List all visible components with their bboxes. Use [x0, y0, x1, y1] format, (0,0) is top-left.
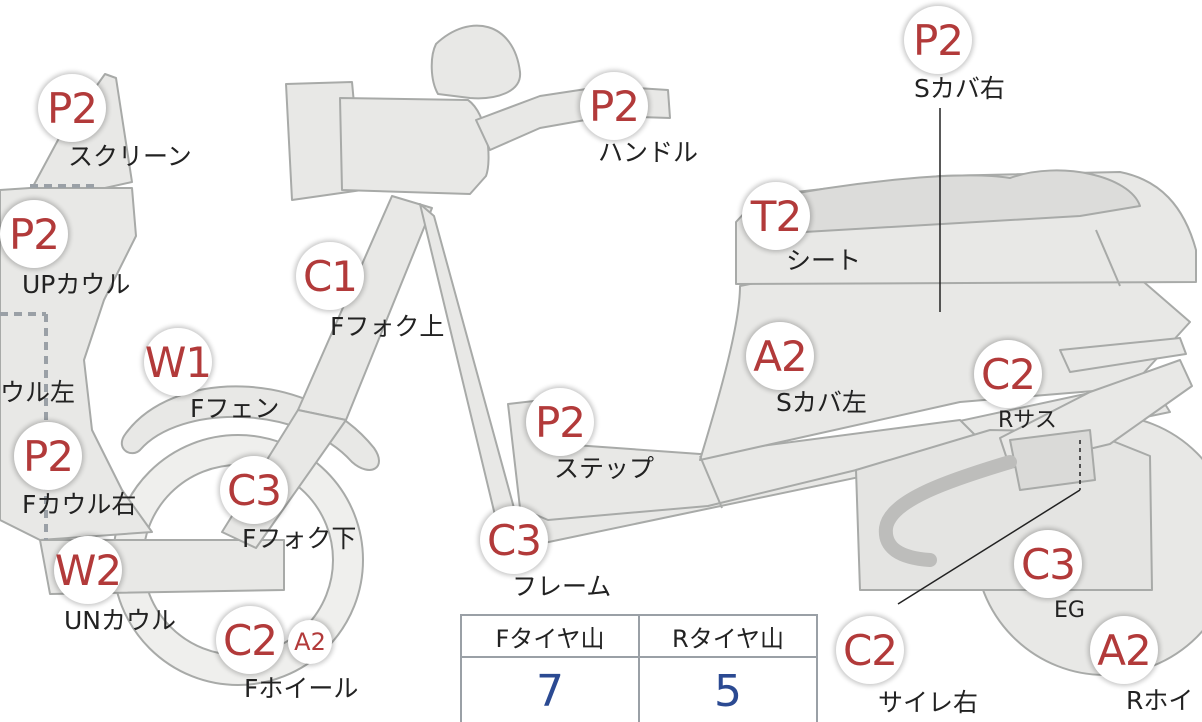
grade-badge-engine: C3 [1014, 530, 1082, 598]
tail-shape [1059, 337, 1187, 373]
grade-badge-s-cover-left: A2 [746, 322, 814, 390]
grade-badge-seat: T2 [742, 182, 810, 250]
label-frame: フレーム [512, 572, 612, 601]
label-f-fork-lower: Fフォク下 [242, 524, 357, 553]
seat-top-shape [759, 169, 1141, 235]
label-cowl-left: ウル左 [0, 378, 76, 407]
handle-body-shape [339, 97, 490, 195]
grade-badge-up-cowl: P2 [0, 200, 68, 268]
label-s-cover-left: Sカバ左 [776, 388, 867, 417]
grade-badge-silencer-right: C2 [836, 616, 904, 684]
label-engine: EG [1054, 598, 1085, 623]
grade-badge-step: P2 [526, 388, 594, 456]
label-handle: ハンドル [598, 138, 699, 167]
label-f-wheel: Fホイール [244, 674, 359, 703]
grade-badge-f-wheel-secondary: A2 [288, 620, 332, 664]
label-silencer-right: サイレ右 [878, 688, 979, 717]
grade-badge-f-cowl-right: P2 [14, 422, 82, 490]
grade-badge-f-wheel: C2 [216, 606, 284, 674]
label-screen: スクリーン [68, 142, 192, 171]
tire-tread-table: Fタイヤ山 Rタイヤ山 7 5 [460, 614, 818, 722]
frame-downtube-shape [419, 203, 521, 537]
rear-tire-header: Rタイヤ山 [638, 614, 818, 658]
label-seat: シート [786, 246, 862, 275]
grade-badge-s-cover-right: P2 [904, 6, 972, 74]
swingarm-shape [1009, 429, 1096, 491]
grade-badge-f-fender: W1 [144, 328, 212, 396]
label-f-cowl-right: Fカウル右 [22, 490, 137, 519]
label-step: ステップ [554, 454, 655, 483]
mirror-shape [430, 24, 522, 100]
front-tire-value: 7 [460, 656, 640, 722]
exhaust-pipe-shape [878, 455, 1017, 567]
grade-badge-r-sus: C2 [974, 340, 1042, 408]
grade-badge-handle: P2 [580, 72, 648, 140]
grade-badge-r-wheel: A2 [1090, 616, 1158, 684]
side-cover-shape [699, 269, 1191, 461]
label-f-fender: Fフェン [190, 394, 280, 423]
front-tire-header: Fタイヤ山 [460, 614, 640, 658]
grade-badge-screen: P2 [38, 74, 106, 142]
label-up-cowl: UPカウル [22, 270, 131, 299]
label-un-cowl: UNカウル [64, 606, 176, 635]
label-f-fork-upper: Fフォク上 [330, 312, 445, 341]
rear-tire-value: 5 [638, 656, 818, 722]
label-r-sus: Rサス [998, 408, 1057, 433]
grade-badge-un-cowl: W2 [54, 536, 122, 604]
grade-badge-frame: C3 [480, 506, 548, 574]
grade-badge-f-fork-upper: C1 [296, 242, 364, 310]
label-r-wheel: Rホイ [1126, 686, 1194, 715]
label-s-cover-right: Sカバ右 [914, 74, 1005, 103]
grade-badge-f-fork-lower: C3 [220, 456, 288, 524]
